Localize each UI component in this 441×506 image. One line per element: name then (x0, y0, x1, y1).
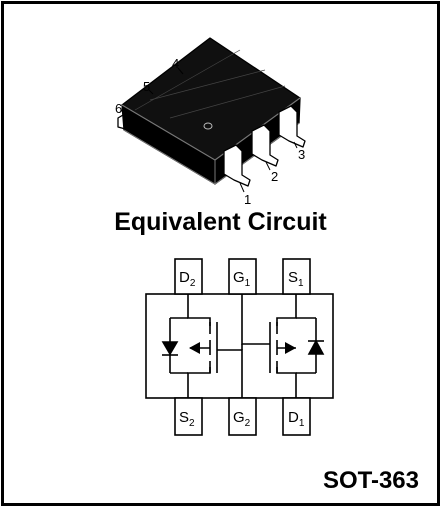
pin-label-s2: S2 (179, 409, 195, 429)
pin-number-3: 3 (298, 147, 305, 162)
circuit-heading: Equivalent Circuit (114, 208, 327, 236)
mosfet-left-arrow (189, 342, 200, 354)
package-pin-numbers: 1 2 3 4 5 6 (115, 56, 305, 207)
pin-labels: D2 G1 S1 S2 G2 D1 (179, 269, 305, 429)
pin1-marker (203, 122, 213, 130)
lead-1 (223, 144, 251, 187)
pin-box-s1 (282, 258, 311, 295)
mosfet-left (169, 294, 243, 398)
pin-number-5: 5 (143, 79, 150, 94)
package-drawing (117, 37, 306, 193)
pin-number-4: 4 (172, 56, 179, 71)
lead-2 (251, 124, 279, 167)
pin-number-1: 1 (244, 192, 251, 207)
mosfet-right-arrow (285, 342, 296, 354)
lead-3 (278, 105, 306, 148)
mosfet-right (241, 294, 317, 398)
equivalent-circuit (145, 258, 334, 436)
pin-box-s2 (174, 397, 203, 436)
package-name-label: SOT-363 (322, 467, 419, 494)
pin-number-2: 2 (271, 169, 278, 184)
pin-number-6: 6 (115, 101, 122, 116)
pin-label-s1: S1 (288, 269, 304, 289)
diode-right (307, 339, 325, 355)
pin-label-d1: D1 (288, 409, 305, 429)
pin-box-d1 (282, 397, 311, 436)
pin-label-g2: G2 (233, 409, 251, 429)
pin-label-g1: G1 (233, 269, 251, 289)
diode-left (161, 341, 179, 356)
pin-box-g1 (228, 258, 257, 295)
pin-label-d2: D2 (179, 269, 196, 289)
